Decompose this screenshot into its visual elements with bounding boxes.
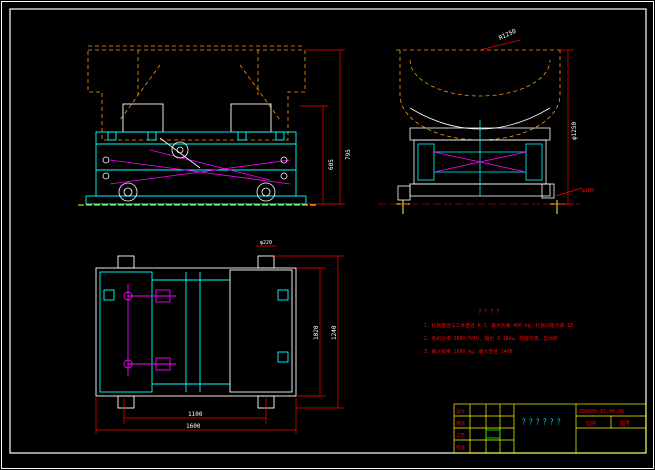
drawing-number: ZG0000-01.00.00 bbox=[579, 409, 624, 415]
scale-label: 比例 bbox=[586, 420, 596, 427]
title-block-green-cell bbox=[485, 429, 501, 439]
end-view: R1250 φ1250 φ100 bbox=[378, 28, 594, 214]
dim-side-mid: 605 bbox=[328, 159, 335, 170]
notes-title: ？？？？ bbox=[478, 309, 502, 316]
dim-small-callout: φ100 bbox=[582, 188, 594, 194]
row-label-4: 批准 bbox=[456, 444, 465, 451]
note-line-1: 1、托辊直径与工件直径 R 1，最大负载 400 kg，托辊间距可调 18 bbox=[424, 322, 573, 329]
dim-plan-outer-height: 1240 bbox=[331, 325, 338, 340]
dim-end-height: φ1250 bbox=[571, 122, 578, 140]
dim-side-overall: 795 bbox=[345, 149, 352, 160]
dim-plan-inner-height: 1020 bbox=[313, 325, 320, 340]
row-label-1: 设计 bbox=[456, 408, 465, 415]
note-line-3: 3、最大载重 1600 kg，最大直径 1400 bbox=[424, 348, 513, 355]
note-line-2: 2、电机功率 380V/50Hz，输出 0.18kw，转速可调，自动转 bbox=[424, 335, 558, 342]
row-label-3: 工艺 bbox=[456, 433, 465, 439]
plan-view: 1100 1600 1020 1240 φ220 bbox=[95, 240, 344, 434]
dim-bore-radius: R1250 bbox=[498, 28, 518, 42]
row-label-2: 审核 bbox=[456, 420, 465, 427]
dim-plan-outer-width: 1600 bbox=[186, 423, 201, 430]
dim-wheel-callout: φ220 bbox=[260, 240, 272, 246]
side-view: 795 605 bbox=[78, 45, 352, 206]
sheet-label: 图号 bbox=[620, 421, 630, 427]
dim-plan-inner-width: 1100 bbox=[188, 411, 203, 418]
title-block: 设计 审核 工艺 批准 ？？？？？？ ZG0000-01.00.00 比例 图号 bbox=[453, 403, 647, 454]
drawing-name: ？？？？？？ bbox=[522, 418, 564, 426]
technical-notes: ？？？？ 1、托辊直径与工件直径 R 1，最大负载 400 kg，托辊间距可调 … bbox=[424, 309, 573, 355]
drawing-frame bbox=[9, 8, 647, 454]
